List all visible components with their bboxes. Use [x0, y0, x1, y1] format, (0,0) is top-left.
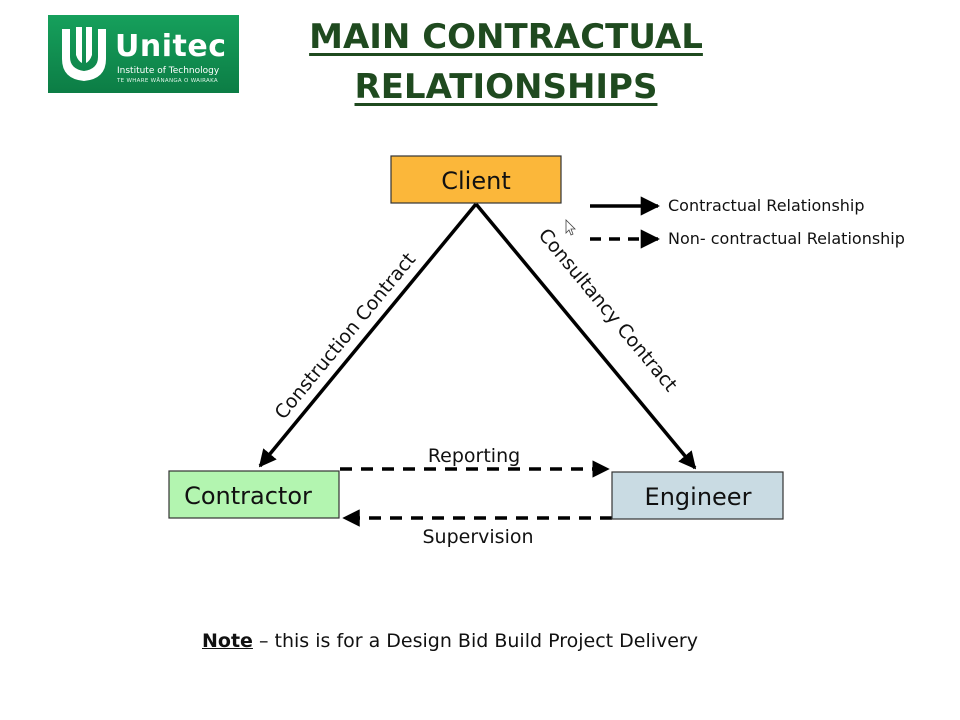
consultancy-contract-arrow — [474, 202, 697, 470]
unitec-u-logo-icon — [62, 27, 106, 81]
legend-contractual-label: Contractual Relationship — [668, 196, 865, 215]
client-node: Client — [390, 155, 562, 204]
contractor-node: Contractor — [168, 470, 340, 519]
supervision-label: Supervision — [422, 526, 533, 548]
unitec-logo: Unitec Institute of Technology TE WHARE … — [48, 15, 239, 93]
logo-subtagline: TE WHARE WĀNANGA O WAIRAKA — [117, 78, 218, 84]
mouse-cursor-icon — [565, 219, 576, 236]
construction-contract-arrow — [258, 202, 478, 468]
engineer-box — [611, 471, 784, 520]
note-text: – this is for a Design Bid Build Project… — [252, 630, 698, 652]
logo-name: Unitec — [115, 29, 227, 64]
client-label: Client — [441, 167, 510, 195]
legend: Contractual Relationship Non- contractua… — [590, 196, 905, 249]
engineer-label: Engineer — [645, 483, 752, 511]
client-box — [390, 155, 562, 204]
logo-tagline: Institute of Technology — [117, 66, 220, 76]
page-title-line-2: RELATIONSHIPS — [354, 67, 658, 107]
reporting-label: Reporting — [428, 445, 520, 467]
consultancy-contract-label: Consultancy Contract — [534, 224, 682, 396]
page-title-line-1: MAIN CONTRACTUAL — [309, 17, 703, 57]
note-key: Note — [202, 630, 253, 652]
footnote: Note – this is for a Design Bid Build Pr… — [202, 630, 698, 652]
contractor-label: Contractor — [184, 482, 312, 510]
page-title: MAIN CONTRACTUAL RELATIONSHIPS — [256, 12, 756, 112]
construction-contract-label: Construction Contract — [270, 249, 420, 424]
engineer-node: Engineer — [611, 471, 784, 520]
contractor-box — [168, 470, 340, 519]
legend-non-contractual-label: Non- contractual Relationship — [668, 229, 905, 248]
